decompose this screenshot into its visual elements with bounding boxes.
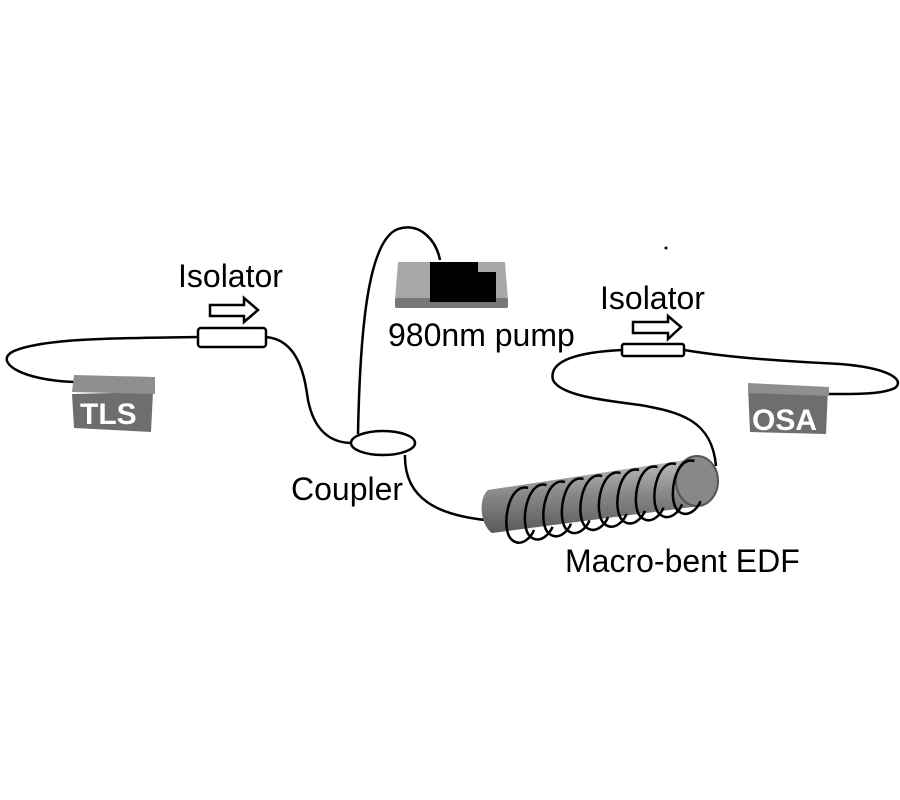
edf-cylinder — [481, 459, 700, 533]
osa-device: OSA — [748, 383, 829, 437]
coil-loop — [671, 459, 702, 516]
coupler-label: Coupler — [291, 471, 403, 507]
tls-body — [72, 392, 153, 432]
tls-top — [72, 375, 155, 394]
fiber-isolator-to-coupler — [265, 335, 353, 445]
osa-top — [748, 383, 829, 396]
isolator-1-label: Isolator — [178, 258, 283, 294]
fiber-coupler-to-pump — [356, 226, 442, 435]
coupler-body — [349, 429, 417, 457]
direction-arrow-icon — [631, 313, 683, 342]
isolator-1: Isolator — [178, 258, 283, 349]
fiber-isolator-to-osa — [683, 348, 900, 396]
stray-dot — [664, 246, 668, 250]
isolator-2-label: Isolator — [600, 280, 705, 316]
isolator-2: Isolator — [600, 280, 705, 358]
pump-label: 980nm pump — [388, 317, 575, 353]
coupler: Coupler — [291, 429, 417, 507]
fiber-edf-to-isolator — [551, 348, 718, 467]
direction-arrow-icon — [208, 295, 260, 325]
tls-device: TLS — [72, 375, 155, 432]
edf-spool: Macro-bent EDF — [481, 455, 800, 579]
fiber-coupler-to-edf — [403, 454, 486, 522]
osa-label: OSA — [752, 404, 817, 437]
pump-device: 980nm pump — [388, 262, 575, 353]
edf-coil — [505, 459, 702, 544]
fiber-tls-to-isolator — [5, 335, 199, 384]
isolator-body — [196, 326, 268, 349]
isolator-body — [620, 342, 686, 358]
tls-label: TLS — [80, 398, 137, 431]
osa-body — [748, 386, 828, 434]
pump-chip — [430, 262, 496, 302]
edf-label: Macro-bent EDF — [565, 543, 800, 579]
